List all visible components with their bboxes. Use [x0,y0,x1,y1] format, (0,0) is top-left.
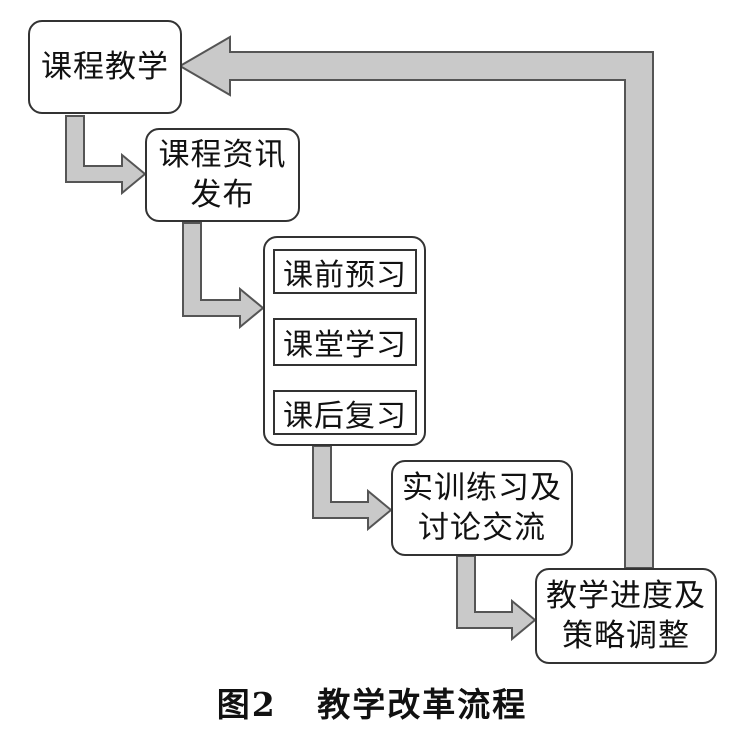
node-info-release-line2: 发布 [190,177,255,213]
node-progress-adjust: 教学进度及 策略调整 [535,568,717,664]
node-progress-adjust-line1: 教学进度及 [546,578,706,614]
node-info-release-line1: 课程资讯 [158,137,287,173]
node-course-teaching-label: 课程教学 [41,49,169,85]
node-after-class: 课后复习 [273,390,417,435]
step-arrow-4 [456,555,537,642]
step-arrow-1 [65,115,147,196]
figure-label: 图2 [216,685,277,724]
node-practice-discussion-line2: 讨论交流 [418,510,546,546]
figure-title: 教学改革流程 [317,685,528,724]
step-arrow-2 [182,222,265,330]
node-progress-adjust-line2: 策略调整 [562,618,690,654]
node-after-class-label: 课后复习 [283,398,407,434]
node-practice-discussion: 实训练习及 讨论交流 [391,460,573,556]
node-course-teaching: 课程教学 [28,20,182,114]
node-in-class: 课堂学习 [273,318,417,366]
node-info-release: 课程资讯 发布 [145,128,300,222]
caption-gap [277,685,317,724]
node-pre-class-label: 课前预习 [283,257,407,293]
figure-caption: 图2 教学改革流程 [0,678,744,726]
step-arrow-3 [312,445,393,532]
node-in-class-label: 课堂学习 [283,328,407,363]
node-pre-class: 课前预习 [273,249,417,294]
node-practice-discussion-line1: 实训练习及 [402,470,562,506]
feedback-arrow [178,35,654,569]
